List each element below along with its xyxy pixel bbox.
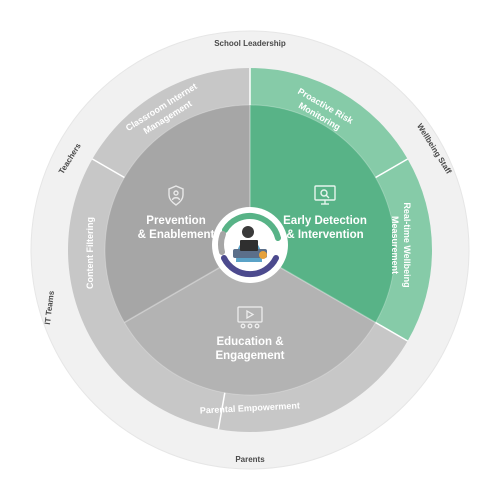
segment-label-line: & Intervention (286, 229, 363, 241)
inner-edge (104, 104, 396, 396)
segment-label-line: Engagement (215, 350, 284, 362)
band-divider-2 (375, 321, 408, 342)
outer-label-school-leadership: School Leadership (214, 39, 286, 48)
band-label-line: Measurement (390, 216, 400, 274)
segment-label-line: Education & (216, 336, 283, 348)
center-arc-green (222, 212, 281, 241)
center-arc-purple (221, 255, 279, 278)
segment-early-detection-intervention: Early Detection & Intervention (283, 185, 367, 241)
segment-education-engagement: Education & Engagement (215, 306, 285, 362)
band-label-line: Content Filtering (85, 217, 95, 289)
segment-label-line: Early Detection (283, 215, 367, 227)
band-divider-1 (375, 158, 408, 179)
band-label-line: Real-time Wellbeing (402, 202, 412, 287)
video-lesson-icon (237, 306, 263, 329)
outer-label-parents: Parents (235, 455, 265, 464)
inner-sector-prevention (105, 105, 250, 323)
outer-ring-edge (30, 30, 470, 470)
center-hub (212, 207, 288, 283)
band-divider-3 (217, 392, 226, 430)
inner-sector-early-detection (250, 105, 395, 323)
band-divider-4 (92, 158, 125, 179)
student-with-laptop-icon (233, 226, 267, 262)
monitor-search-icon (314, 185, 336, 205)
segment-label-line: Prevention (146, 215, 205, 227)
shield-person-icon (168, 185, 184, 206)
center-arc-grey (218, 231, 226, 255)
band-label-content-filtering: Content Filtering (85, 217, 95, 289)
outer-label-it-teams: IT Teams (43, 290, 56, 325)
segment-label-line: & Enablement (138, 229, 215, 241)
band-label-real-time-wellbeing-measurement: Real-time Wellbeing Measurement (390, 202, 412, 287)
segment-prevention-enablement: Prevention & Enablement (138, 185, 215, 241)
